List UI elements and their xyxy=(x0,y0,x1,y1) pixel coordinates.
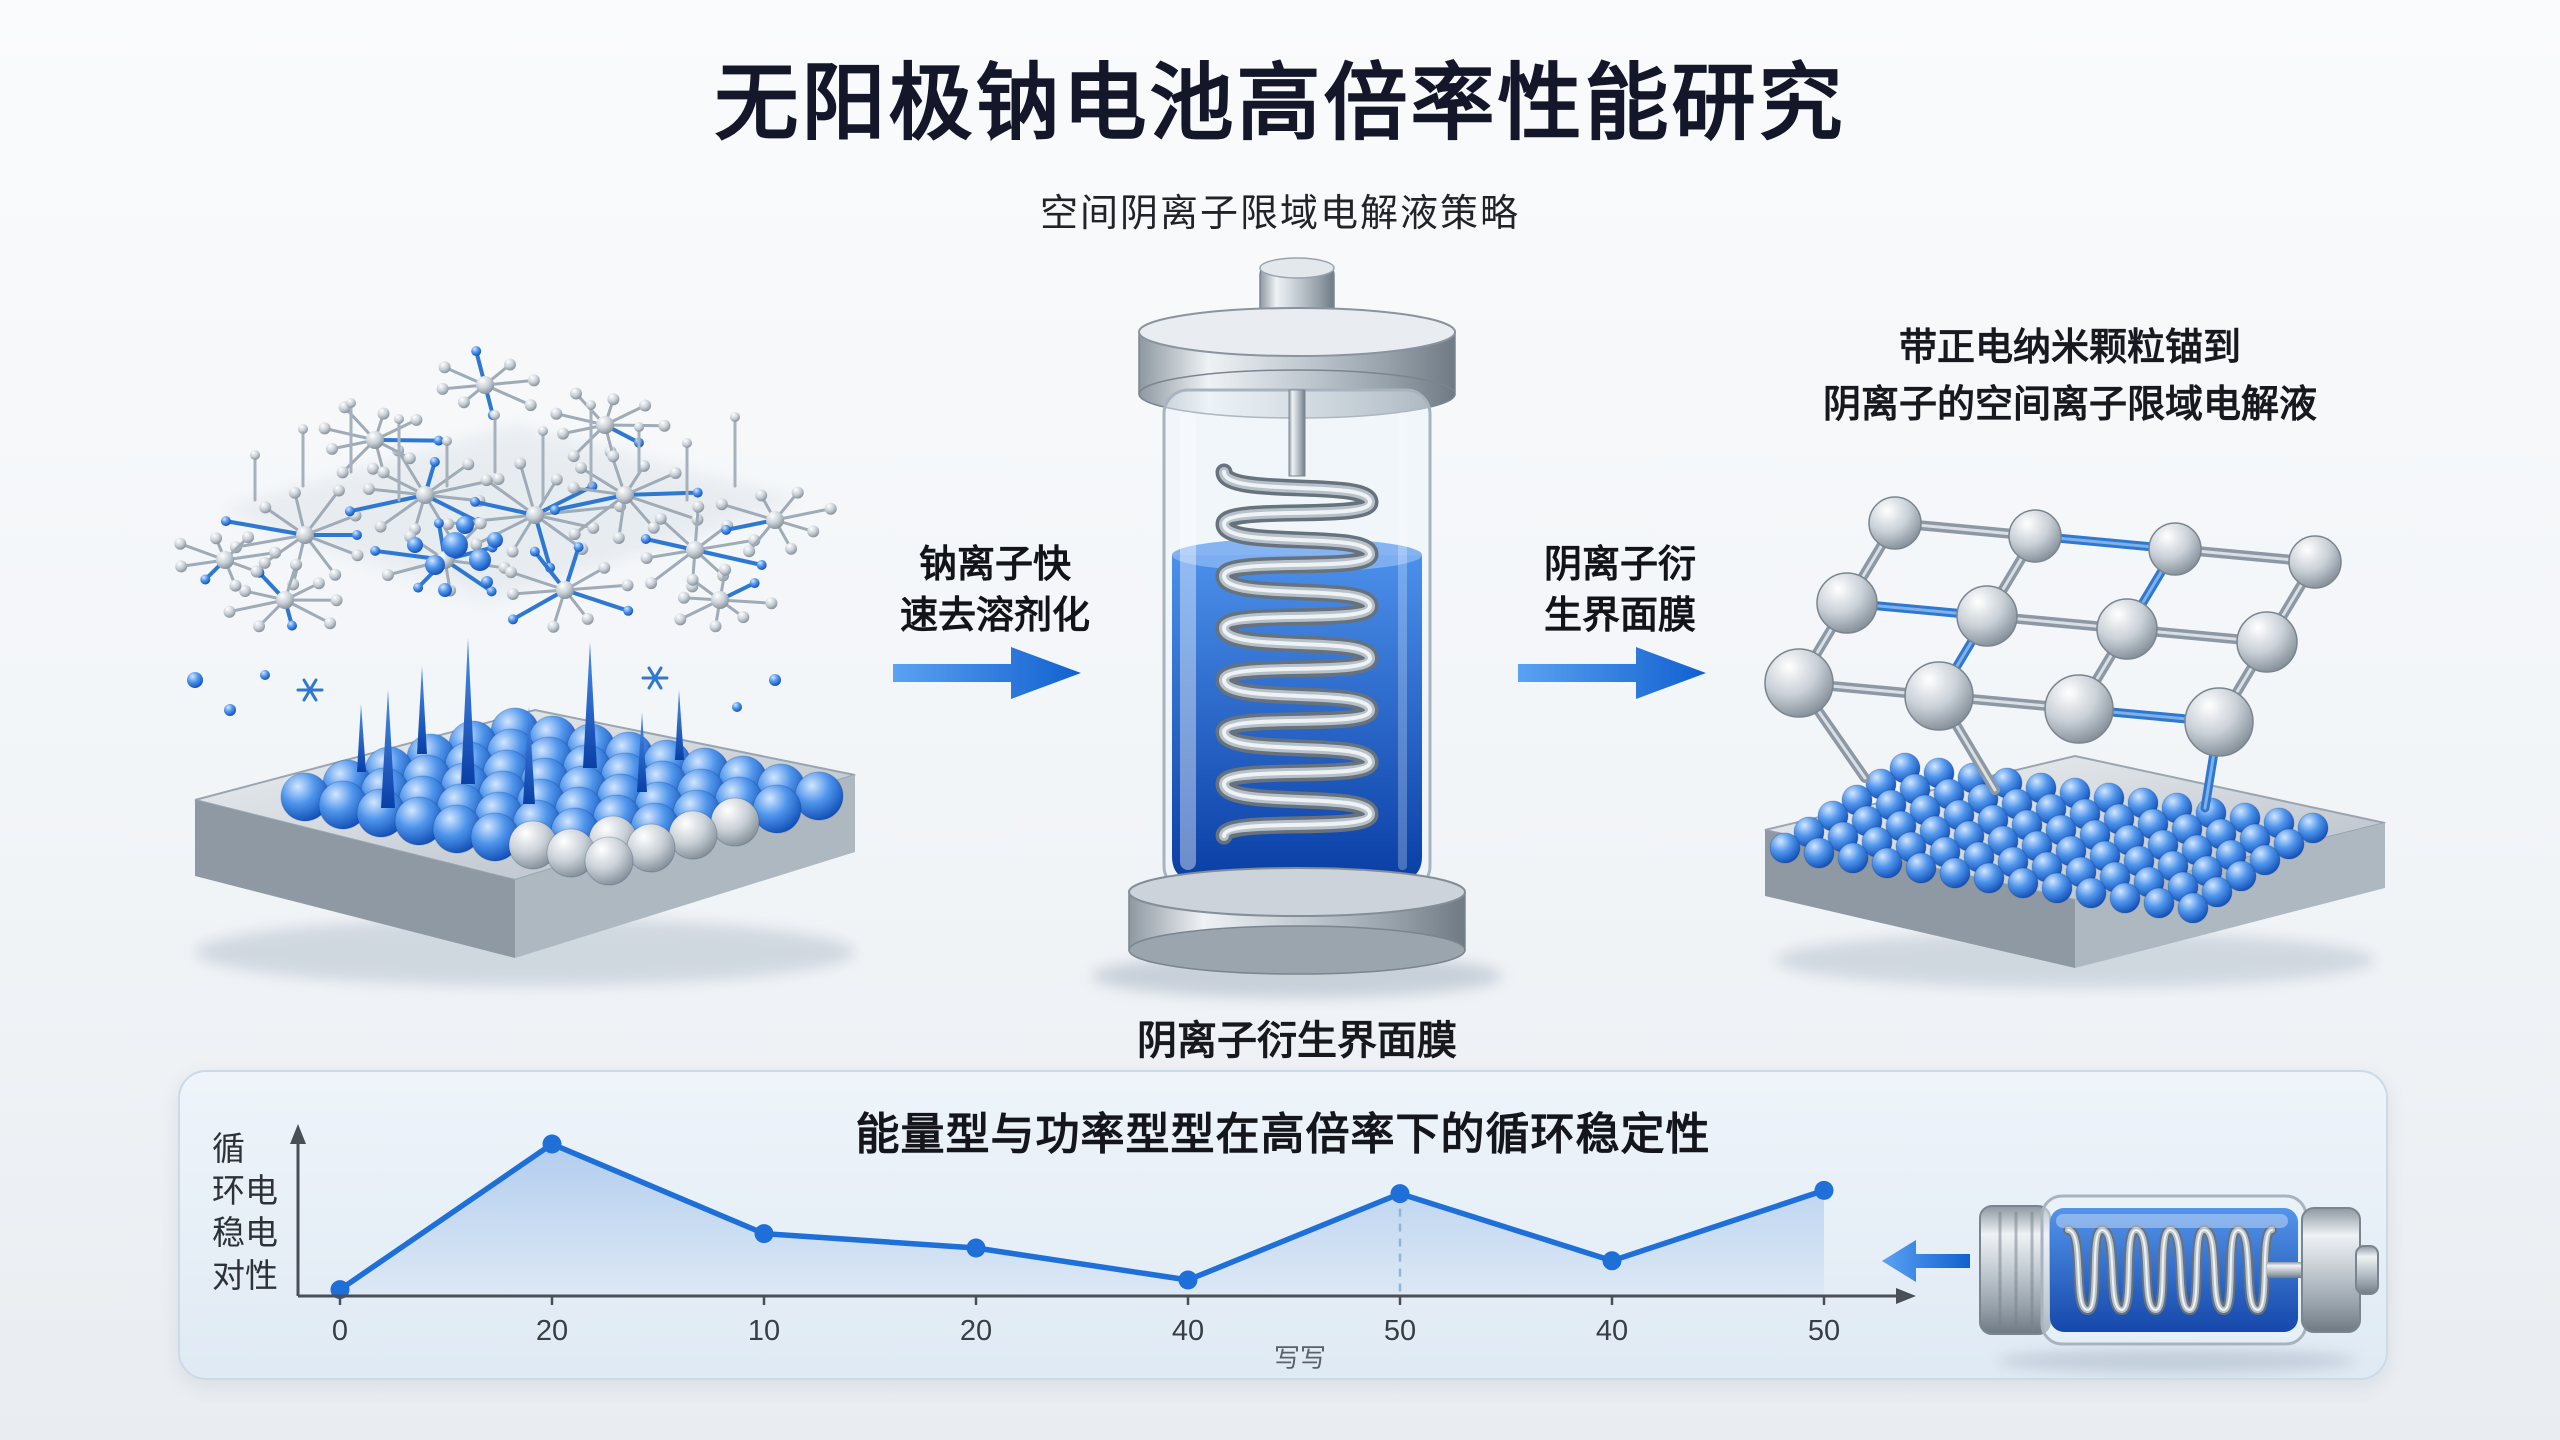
lattice-caption: 带正电纳米颗粒锚到 阴离子的空间离子限域电解液 xyxy=(1640,320,2500,434)
chart-x-axis-caption: 写写 xyxy=(1273,1343,1326,1373)
chart-title: 能量型与功率型型在高倍率下的循环稳定性 xyxy=(855,1110,1711,1159)
page-subtitle: 空间阴离子限域电解液策略 xyxy=(1039,193,1520,235)
flow-arrow-right-2-icon xyxy=(1518,645,1708,701)
flow-arrow-1-label-line1: 钠离子快 xyxy=(918,544,1071,586)
svg-text:20: 20 xyxy=(960,1315,992,1347)
svg-text:0: 0 xyxy=(332,1315,348,1347)
svg-text:10: 10 xyxy=(748,1315,780,1347)
flow-arrow-1-label-line2: 速去溶剂化 xyxy=(899,595,1090,638)
stability-panel: 能量型与功率型型在高倍率下的循环稳定性 循 环电 稳电 对性 0 20 10 20 40… xyxy=(178,1070,2388,1380)
arrow-left-icon xyxy=(1880,1238,1970,1284)
nanoparticle-lattice-figure xyxy=(1745,438,2405,998)
svg-text:50: 50 xyxy=(1808,1315,1840,1347)
chart-y-axis-label-line: 循 xyxy=(212,1130,245,1167)
battery-small-figure xyxy=(1972,1168,2382,1378)
flow-arrow-1-label: 钠离子快 速去溶剂化 xyxy=(880,540,1110,643)
lattice-caption-line1: 带正电纳米颗粒锚到 xyxy=(1898,327,2241,369)
flow-arrow-2-label-line2: 生界面膜 xyxy=(1543,595,1696,638)
chart-y-axis-label-line: 环电 xyxy=(212,1172,278,1210)
chart-y-axis-label-line: 对性 xyxy=(212,1256,278,1294)
svg-text:50: 50 xyxy=(1384,1315,1416,1347)
chart-y-axis-label-line: 稳电 xyxy=(212,1214,278,1252)
chart-y-axis-label: 循 环电 稳电 对性 xyxy=(212,1128,278,1297)
flow-arrow-2-label: 阴离子衍 生界面膜 xyxy=(1505,540,1735,643)
battery-caption: 阴离子衍生界面膜 xyxy=(1137,1019,1457,1063)
svg-text:40: 40 xyxy=(1596,1315,1628,1347)
dendrite-platform-figure xyxy=(135,260,915,1000)
flow-arrow-right-1-icon xyxy=(893,645,1083,701)
svg-text:40: 40 xyxy=(1172,1315,1204,1347)
flow-arrow-2-label-line1: 阴离子衍 xyxy=(1543,544,1696,586)
battery-cell-figure xyxy=(1072,240,1522,1010)
page-title: 无阳极钠电池高倍率性能研究 xyxy=(714,56,1846,150)
stability-line-chart: 0 20 10 20 40 50 40 50 xyxy=(250,1094,1950,1364)
lattice-caption-line2: 阴离子的空间离子限域电解液 xyxy=(1822,384,2317,426)
svg-text:20: 20 xyxy=(536,1315,568,1347)
